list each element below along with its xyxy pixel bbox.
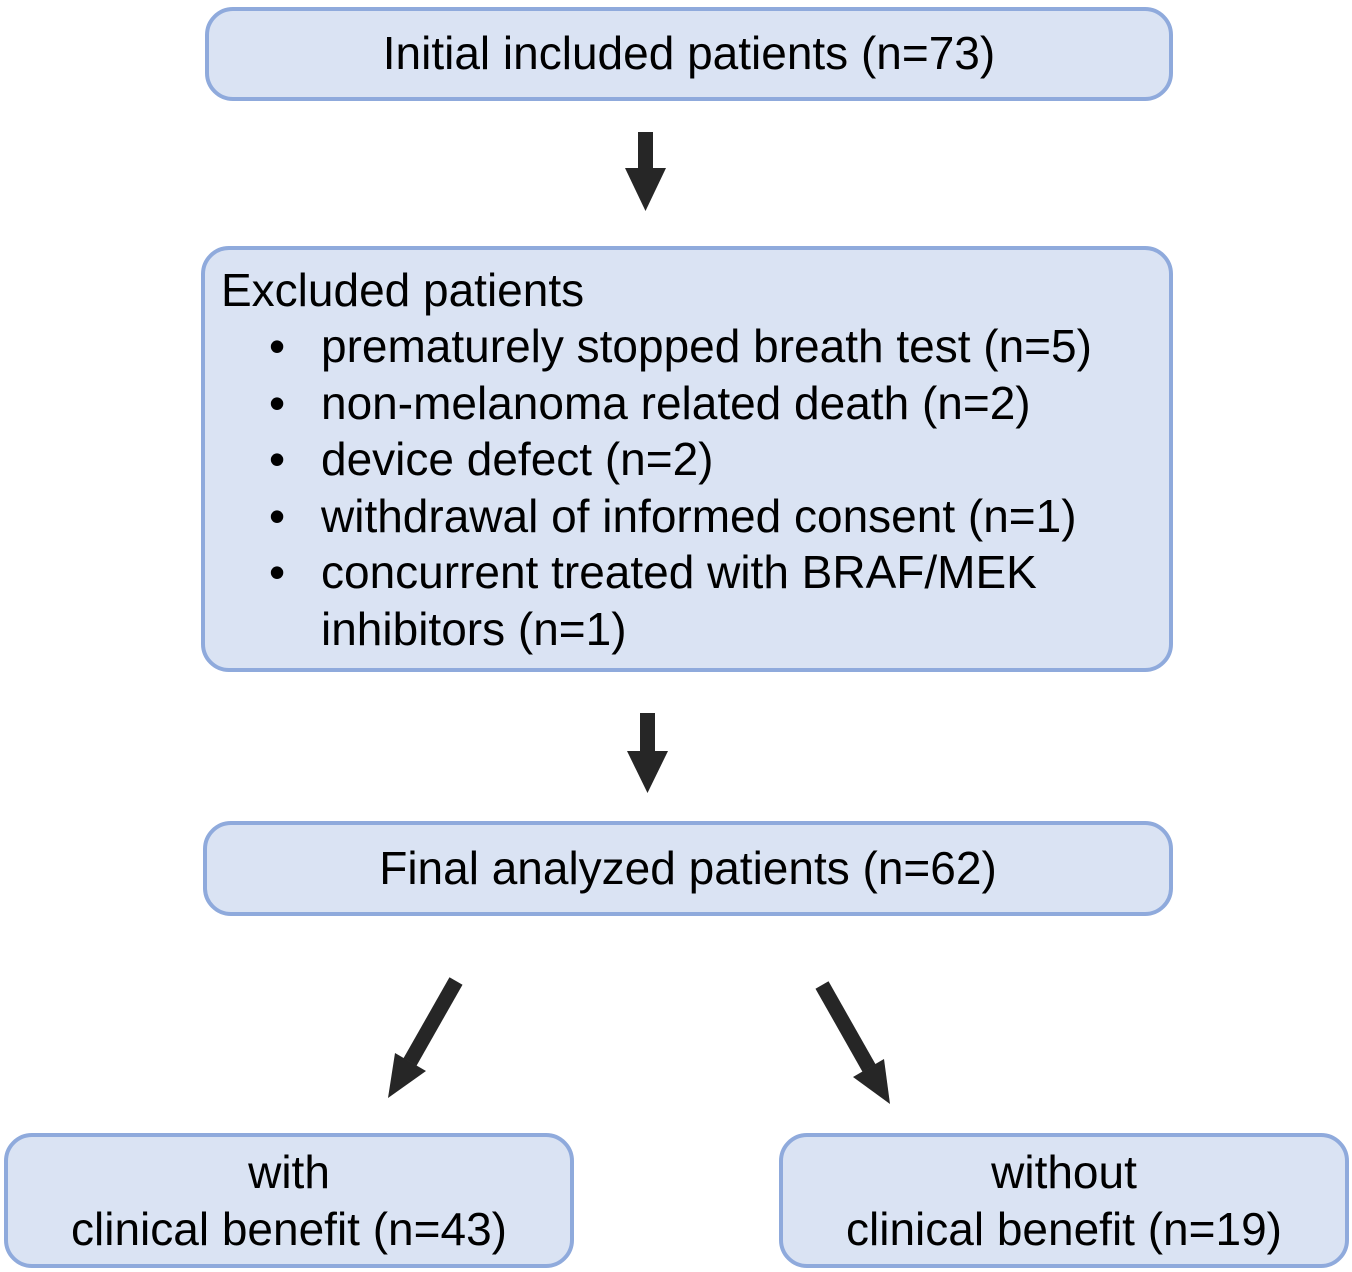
exclusion-reason-text: prematurely stopped breath test (n=5) bbox=[321, 320, 1092, 372]
without-benefit-label: without clinical benefit (n=19) bbox=[846, 1144, 1282, 1258]
final-patients-box: Final analyzed patients (n=62) bbox=[203, 821, 1173, 916]
arrow-down-left-icon bbox=[388, 977, 463, 1098]
exclusion-reason-item: • prematurely stopped breath test (n=5) bbox=[205, 318, 1092, 375]
initial-patients-box: Initial included patients (n=73) bbox=[205, 7, 1173, 101]
exclusion-reason-text: device defect (n=2) bbox=[321, 433, 714, 485]
exclusion-reason-item: • concurrent treated with BRAF/MEK inhib… bbox=[205, 544, 1092, 657]
exclusion-reason-item: • non-melanoma related death (n=2) bbox=[205, 375, 1092, 432]
with-benefit-line2: clinical benefit (n=43) bbox=[71, 1202, 507, 1255]
with-benefit-box: with clinical benefit (n=43) bbox=[4, 1133, 574, 1268]
exclusion-reason-item: • device defect (n=2) bbox=[205, 431, 1092, 488]
arrow-down-right-icon bbox=[815, 981, 890, 1104]
arrow-down-icon-1 bbox=[625, 132, 666, 211]
bullet-icon: • bbox=[269, 433, 286, 485]
without-benefit-line1: without bbox=[991, 1145, 1137, 1198]
without-benefit-box: without clinical benefit (n=19) bbox=[779, 1133, 1349, 1268]
excluded-patients-box: Excluded patients • prematurely stopped … bbox=[201, 246, 1173, 672]
exclusion-reason-item: • withdrawal of informed consent (n=1) bbox=[205, 488, 1092, 545]
without-benefit-line2: clinical benefit (n=19) bbox=[846, 1202, 1282, 1255]
with-benefit-line1: with bbox=[248, 1145, 330, 1198]
arrow-down-icon-2 bbox=[627, 713, 668, 793]
exclusion-reason-text: withdrawal of informed consent (n=1) bbox=[321, 489, 1077, 542]
with-benefit-label: with clinical benefit (n=43) bbox=[71, 1144, 507, 1258]
excluded-patients-title: Excluded patients bbox=[221, 264, 585, 316]
final-patients-label: Final analyzed patients (n=62) bbox=[379, 841, 997, 894]
initial-patients-label: Initial included patients (n=73) bbox=[382, 27, 996, 80]
bullet-icon: • bbox=[269, 376, 286, 429]
bullet-icon: • bbox=[269, 546, 286, 598]
bullet-icon: • bbox=[269, 489, 286, 542]
exclusion-reason-text: concurrent treated with BRAF/MEK inhibit… bbox=[321, 546, 1037, 655]
exclusion-reasons-list: • prematurely stopped breath test (n=5) … bbox=[205, 318, 1092, 657]
bullet-icon: • bbox=[269, 320, 286, 372]
exclusion-reason-text: non-melanoma related death (n=2) bbox=[321, 376, 1031, 429]
